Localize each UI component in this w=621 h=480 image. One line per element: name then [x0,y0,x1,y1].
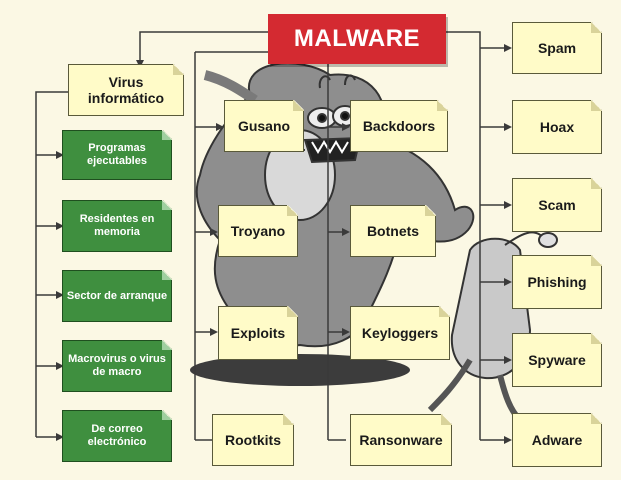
malware-type-label: Scam [538,197,576,213]
malware-type-scam: Scam [512,178,602,232]
malware-type-label: Gusano [237,118,291,134]
virus-informatico-node: Virus informático [68,64,184,116]
virus-type-label: Programas ejecutables [87,142,147,167]
malware-type-spam: Spam [512,22,602,74]
malware-type-adware: Adware [512,413,602,467]
virus-type-label: Macrovirus o virus de macro [68,353,166,378]
malware-type-backdoors: Backdoors [350,100,448,152]
malware-type-label: Adware [531,432,583,448]
malware-type-label: Rootkits [225,432,281,448]
virus-type-label: Sector de arranque [66,289,168,302]
malware-type-keyloggers: Keyloggers [350,306,450,360]
malware-type-label: Spam [537,40,577,56]
malware-type-spyware: Spyware [512,333,602,387]
malware-type-label: Botnets [366,223,420,239]
virus-type-node: Macrovirus o virus de macro [62,340,172,392]
malware-type-troyano: Troyano [218,205,298,257]
virus-type-node: Programas ejecutables [62,130,172,180]
malware-title: MALWARE [268,14,446,64]
virus-type-node: Residentes en memoria [62,200,172,252]
malware-type-label: Keyloggers [361,325,439,341]
malware-type-label: Exploits [230,325,286,341]
malware-type-label: Ransonware [359,432,443,448]
malware-type-ransonware: Ransonware [350,414,452,466]
malware-type-label: Spyware [528,352,586,368]
virus-type-node: De correo electrónico [62,410,172,462]
malware-type-botnets: Botnets [350,205,436,257]
malware-type-label: Phishing [527,274,587,290]
malware-type-phishing: Phishing [512,255,602,309]
virus-label: Virus informático [87,74,165,106]
malware-type-label: Hoax [539,119,575,135]
malware-type-gusano: Gusano [224,100,304,152]
malware-type-rootkits: Rootkits [212,414,294,466]
virus-type-node: Sector de arranque [62,270,172,322]
malware-type-exploits: Exploits [218,306,298,360]
malware-type-hoax: Hoax [512,100,602,154]
running-figure-illustration [427,231,558,423]
virus-type-label: De correo electrónico [87,423,147,448]
virus-type-label: Residentes en memoria [79,213,155,238]
malware-type-label: Backdoors [362,118,436,134]
malware-type-label: Troyano [230,223,286,239]
